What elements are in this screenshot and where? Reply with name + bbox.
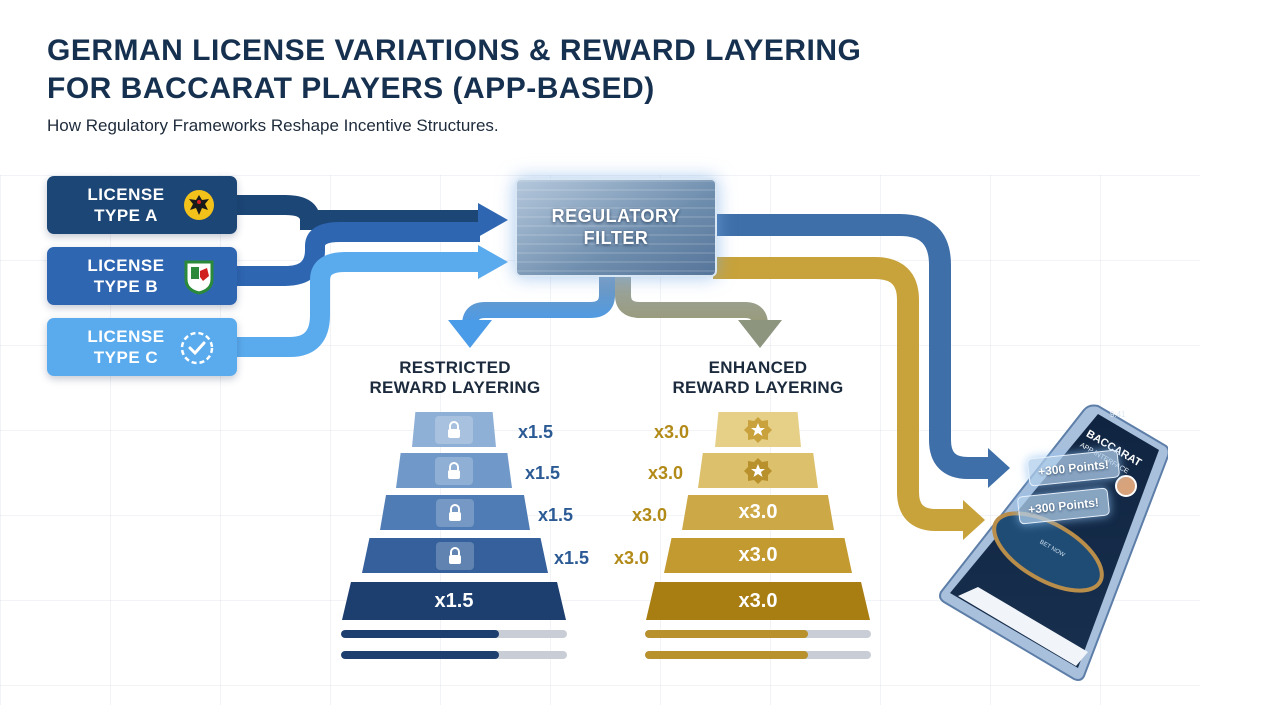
arrowhead-a	[478, 203, 508, 237]
phone-tab-bar	[958, 587, 1088, 666]
arrow-filter-restricted	[462, 273, 615, 326]
phone-body	[939, 404, 1170, 681]
arrow-filter-enhanced	[615, 273, 768, 326]
restricted-tier-3	[380, 495, 530, 530]
star-badge-icon	[744, 457, 772, 484]
restricted-tier-2	[396, 453, 512, 488]
arrowhead-enhanced	[738, 320, 782, 348]
enhanced-tier-1	[715, 412, 801, 447]
arrow-license-a	[237, 195, 480, 230]
enhanced-progress-fill	[645, 630, 808, 638]
enhanced-progress-fill	[645, 651, 808, 659]
restricted-progress-fill	[341, 630, 500, 638]
lock-icon	[436, 498, 474, 527]
star-badge-icon	[744, 416, 772, 443]
lock-icon	[435, 456, 473, 485]
enhanced-multiplier-3: x3.0	[632, 505, 668, 525]
restricted-progress-fill	[341, 651, 500, 659]
restricted-multiplier-3: x1.5	[538, 505, 574, 525]
restricted-progress-bar-1	[341, 630, 567, 638]
enhanced-multiplier-4: x3.0	[614, 548, 650, 568]
enhanced-tier-base: x3.0	[646, 582, 870, 620]
restricted-tier-1	[412, 412, 496, 447]
enhanced-tier-4: x3.0	[664, 538, 852, 573]
enhanced-tier-2	[698, 453, 818, 488]
restricted-progress-bar-2	[341, 651, 567, 659]
restricted-multiplier-4: x1.5	[554, 548, 590, 568]
eagle-crest-icon	[184, 190, 214, 220]
check-badge-icon	[180, 331, 214, 365]
enhanced-progress-bar-2	[645, 651, 871, 659]
enhanced-multiplier-1: x3.0	[654, 422, 690, 442]
page-subtitle: How Regulatory Frameworks Reshape Incent…	[47, 116, 499, 135]
arrow-license-b	[237, 222, 480, 286]
arrowhead-phone-blue	[988, 448, 1010, 488]
state-crest-icon	[184, 260, 214, 295]
restricted-multiplier-2: x1.5	[525, 463, 561, 483]
enhanced-progress-bar-1	[645, 630, 871, 638]
restricted-tier-base: x1.5	[342, 582, 566, 620]
lock-icon	[436, 541, 474, 570]
avatar	[1115, 475, 1137, 497]
restricted-tier-4	[362, 538, 548, 573]
arrow-filter-phone-gold	[713, 257, 965, 531]
arrowhead-c	[478, 245, 508, 279]
arrowhead-restricted	[448, 320, 492, 348]
arrow-license-c	[237, 252, 480, 357]
lock-icon	[435, 415, 473, 444]
phone-time: 9:41	[1110, 410, 1126, 419]
enhanced-multiplier-2: x3.0	[648, 463, 684, 483]
page-title: GERMAN LICENSE VARIATIONS & REWARD LAYER…	[47, 34, 862, 105]
arrowhead-phone-gold	[963, 500, 985, 540]
restricted-multiplier-1: x1.5	[518, 422, 554, 442]
baccarat-table	[992, 511, 1104, 593]
arrow-filter-phone-blue	[713, 214, 990, 479]
enhanced-tier-3: x3.0	[682, 495, 834, 530]
